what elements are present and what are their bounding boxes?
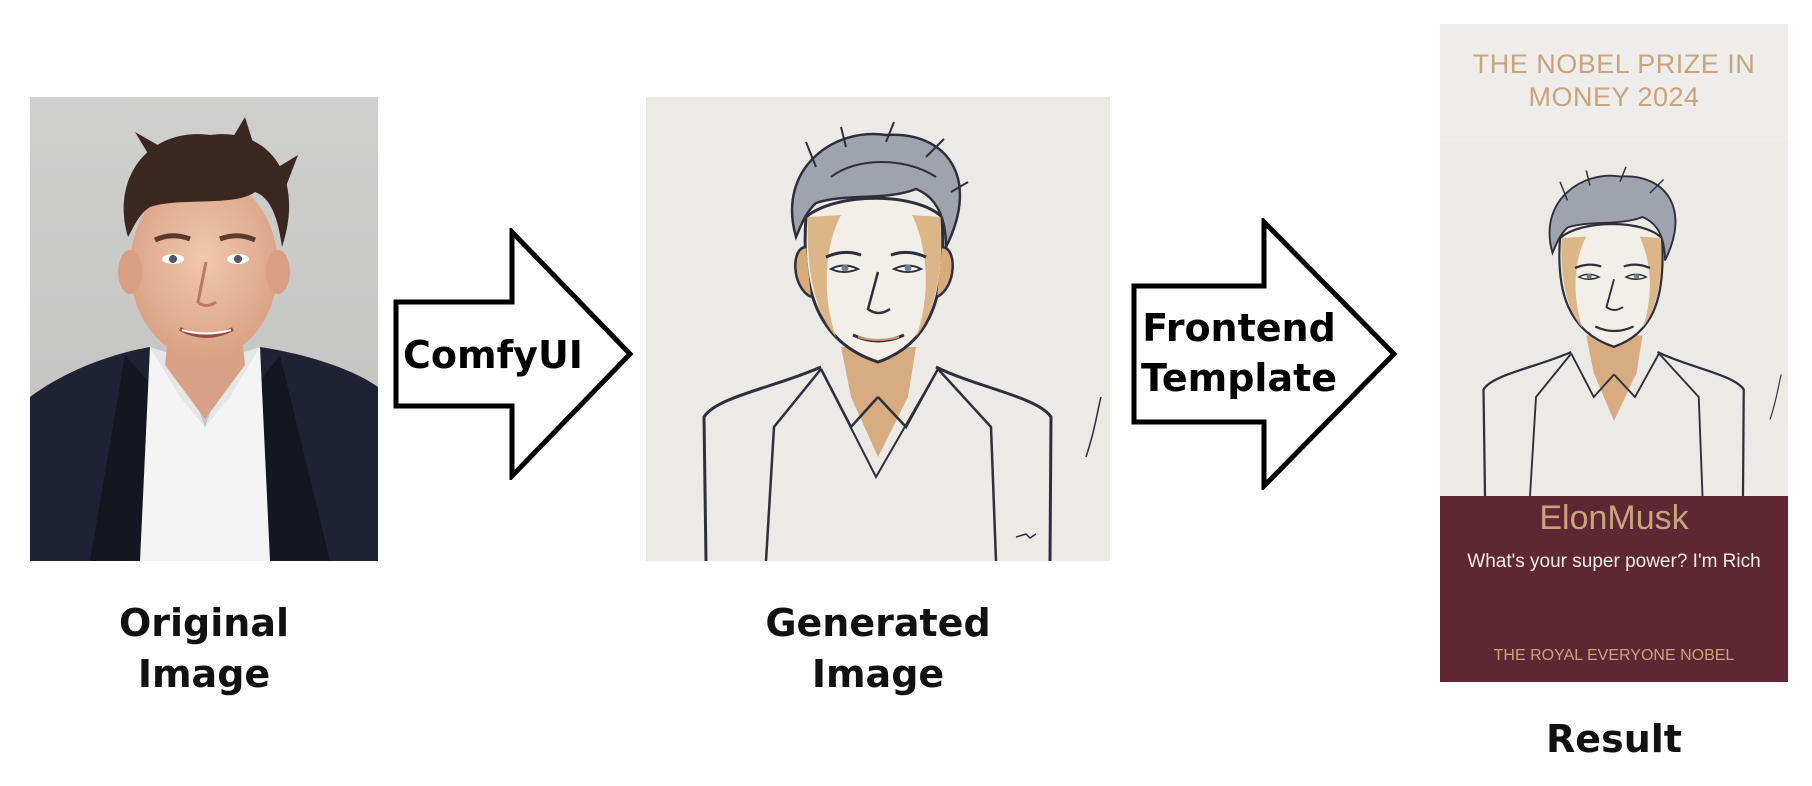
caption-line: Original	[118, 601, 290, 645]
caption-line: Image	[137, 652, 271, 696]
edge-label-line: Frontend	[1142, 306, 1336, 350]
card-portrait	[1440, 142, 1788, 496]
original-image	[30, 97, 378, 561]
card-title-line: THE NOBEL PRIZE IN	[1472, 49, 1756, 79]
block-right-arrow-icon	[1131, 218, 1398, 490]
caption-line: Generated	[765, 601, 991, 645]
generated-image	[646, 97, 1110, 561]
result-caption: Result	[1546, 717, 1682, 761]
card-footer-band	[1440, 496, 1788, 682]
card-tagline: What's your super power? I'm Rich	[1467, 551, 1761, 572]
edge-label-line: ComfyUI	[403, 333, 583, 377]
card-footer-text: THE ROYAL EVERYONE NOBEL	[1493, 647, 1735, 664]
frontend-template-edge-label: Frontend Template	[1136, 303, 1342, 403]
original-image-caption: Original Image	[30, 598, 378, 700]
card-title: THE NOBEL PRIZE IN MONEY 2024	[1440, 48, 1788, 114]
edge-label-line: Template	[1140, 356, 1338, 400]
card-title-line: MONEY 2024	[1528, 82, 1700, 112]
card-header-band	[1440, 24, 1788, 142]
result-card: THE NOBEL PRIZE IN MONEY 2024	[1440, 24, 1788, 682]
card-name: ElonMusk	[1539, 499, 1689, 537]
portrait-photo-icon	[30, 117, 378, 561]
generated-image-caption: Generated Image	[646, 598, 1110, 700]
comfyui-edge-label: ComfyUI	[398, 330, 588, 380]
line-art-portrait-icon	[1482, 166, 1782, 496]
caption-line: Image	[811, 652, 945, 696]
line-art-portrait-icon	[702, 121, 1102, 561]
block-right-arrow-icon	[393, 228, 634, 480]
